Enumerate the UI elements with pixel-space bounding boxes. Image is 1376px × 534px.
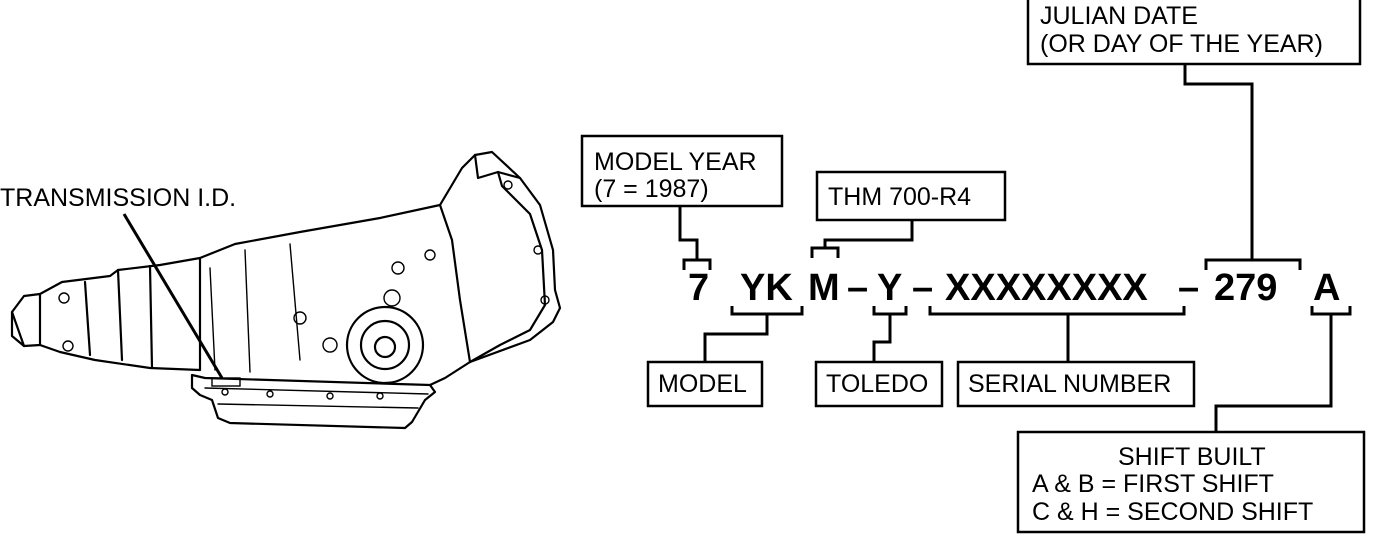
serial-number-label: SERIAL NUMBER <box>968 370 1171 398</box>
code-shift: A <box>1313 267 1340 309</box>
model-year-box: MODEL YEAR (7 = 1987) <box>580 134 784 208</box>
model-year-line-1: MODEL YEAR <box>594 148 757 176</box>
shift-built-line-2: C & H = SECOND SHIFT <box>1032 498 1313 526</box>
transmission-id-leader <box>122 213 224 379</box>
serial-number-leader <box>928 306 1186 362</box>
thm-box: THM 700-R4 <box>815 170 1007 222</box>
code-dash-1: – <box>847 267 868 309</box>
toledo-label: TOLEDO <box>826 370 928 398</box>
shift-built-leader <box>1214 306 1352 432</box>
thm-leader <box>810 220 914 258</box>
code-model: YK <box>740 267 793 309</box>
julian-date-line-2: (OR DAY OF THE YEAR) <box>1040 30 1323 58</box>
model-year-leader <box>678 206 712 270</box>
model-label: MODEL <box>658 370 747 398</box>
code-model-year: 7 <box>688 267 709 309</box>
transmission-illustration-icon <box>10 150 562 430</box>
model-year-line-2: (7 = 1987) <box>594 175 709 203</box>
code-plant: Y <box>877 267 902 309</box>
shift-built-title: SHIFT BUILT <box>1118 443 1266 471</box>
shift-built-line-1: A & B = FIRST SHIFT <box>1032 470 1274 498</box>
julian-date-line-1: JULIAN DATE <box>1040 2 1198 30</box>
julian-date-box: JULIAN DATE (OR DAY OF THE YEAR) <box>1026 0 1362 66</box>
transmission-id-label: TRANSMISSION I.D. <box>0 184 236 212</box>
code-thm: M <box>808 267 840 309</box>
serial-number-box: SERIAL NUMBER <box>956 360 1196 408</box>
code-dash-3: – <box>1178 267 1199 309</box>
shift-built-box: SHIFT BUILT A & B = FIRST SHIFT C & H = … <box>1016 430 1366 534</box>
toledo-box: TOLEDO <box>814 360 944 408</box>
code-julian: 279 <box>1214 267 1277 309</box>
model-leader <box>703 306 804 362</box>
code-serial: XXXXXXXX <box>945 267 1148 309</box>
toledo-leader <box>872 306 908 362</box>
julian-date-leader <box>1183 64 1302 270</box>
id-code: 7 YK M – Y – XXXXXXXX – 279 A <box>688 267 1340 309</box>
model-box: MODEL <box>646 360 764 408</box>
thm-label: THM 700-R4 <box>828 183 971 211</box>
code-dash-2: – <box>912 267 933 309</box>
